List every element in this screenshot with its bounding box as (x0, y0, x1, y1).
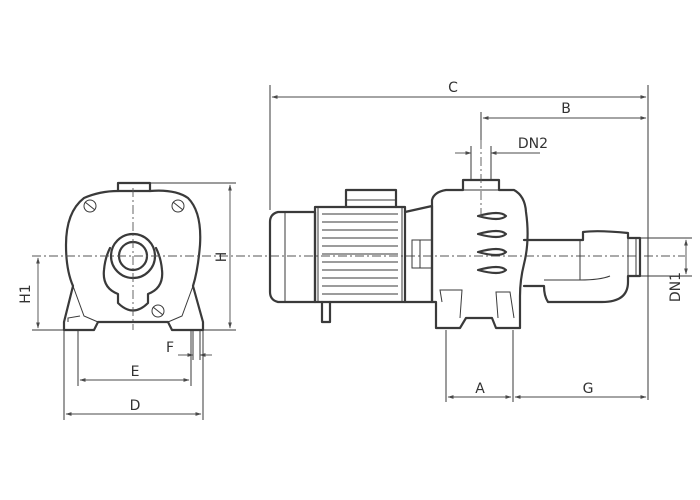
label-b: B (561, 101, 571, 117)
side-view (268, 178, 642, 330)
label-c: C (448, 80, 458, 96)
dimensions (32, 85, 692, 420)
label-e: E (131, 364, 140, 380)
label-h1: H1 (18, 284, 34, 303)
label-dn1: DN1 (668, 272, 684, 302)
motor-fins (322, 213, 398, 295)
label-dn2: DN2 (518, 136, 548, 152)
label-h: H (214, 252, 230, 263)
label-a: A (475, 381, 485, 397)
label-d: D (130, 398, 141, 414)
label-f: F (166, 340, 174, 356)
label-g: G (583, 381, 594, 397)
front-view (62, 181, 205, 332)
